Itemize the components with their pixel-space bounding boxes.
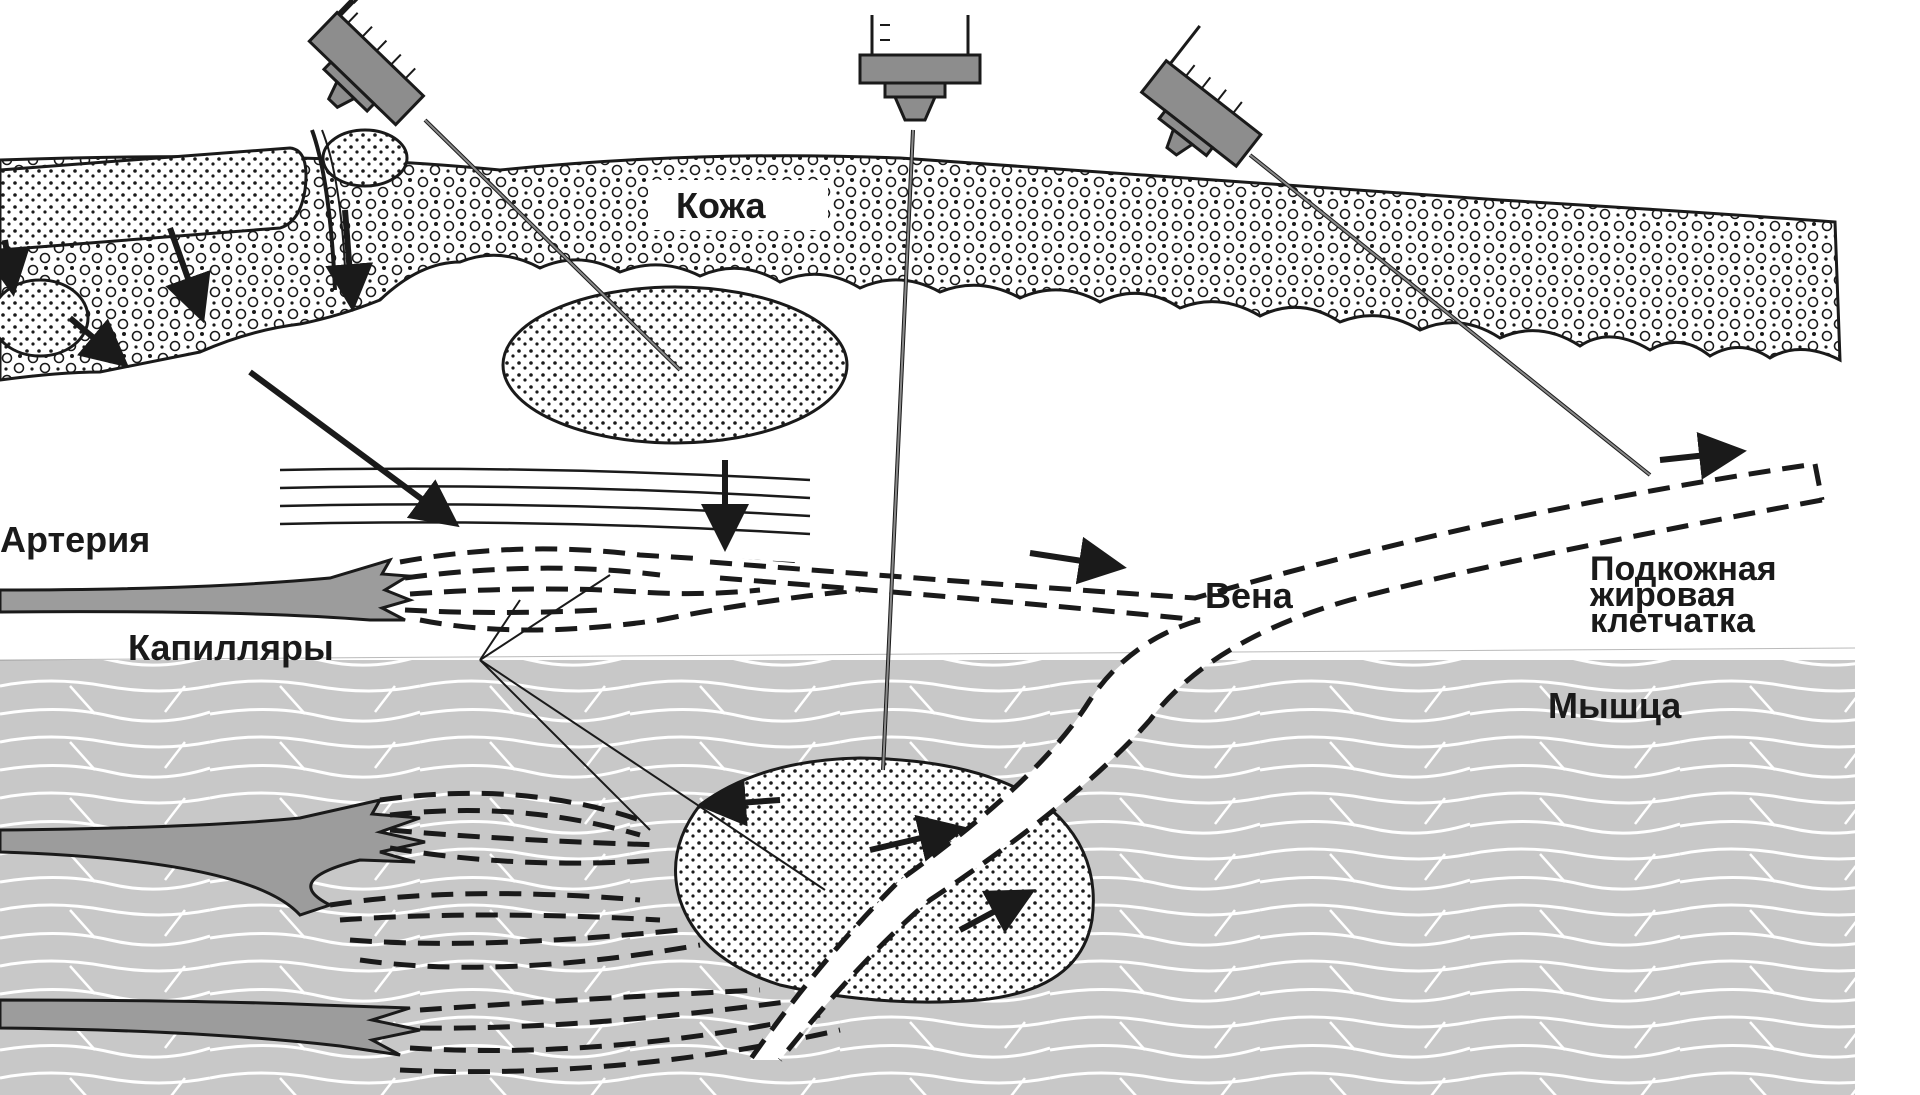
- lymph-vessel-lines: [280, 469, 810, 534]
- skin-label: Кожа: [676, 185, 766, 226]
- artery-label: Артерия: [0, 519, 150, 560]
- skin-layer: [0, 130, 1840, 380]
- syringe-intramuscular: [860, 15, 980, 770]
- muscle-label: Мышца: [1548, 685, 1682, 726]
- capillaries-label: Капилляры: [128, 627, 334, 668]
- subcutaneous-tissue-label-line3: клетчатка: [1590, 602, 1756, 640]
- vein-label: Вена: [1205, 575, 1294, 616]
- diffusion-arrow-diagonal: [250, 372, 450, 520]
